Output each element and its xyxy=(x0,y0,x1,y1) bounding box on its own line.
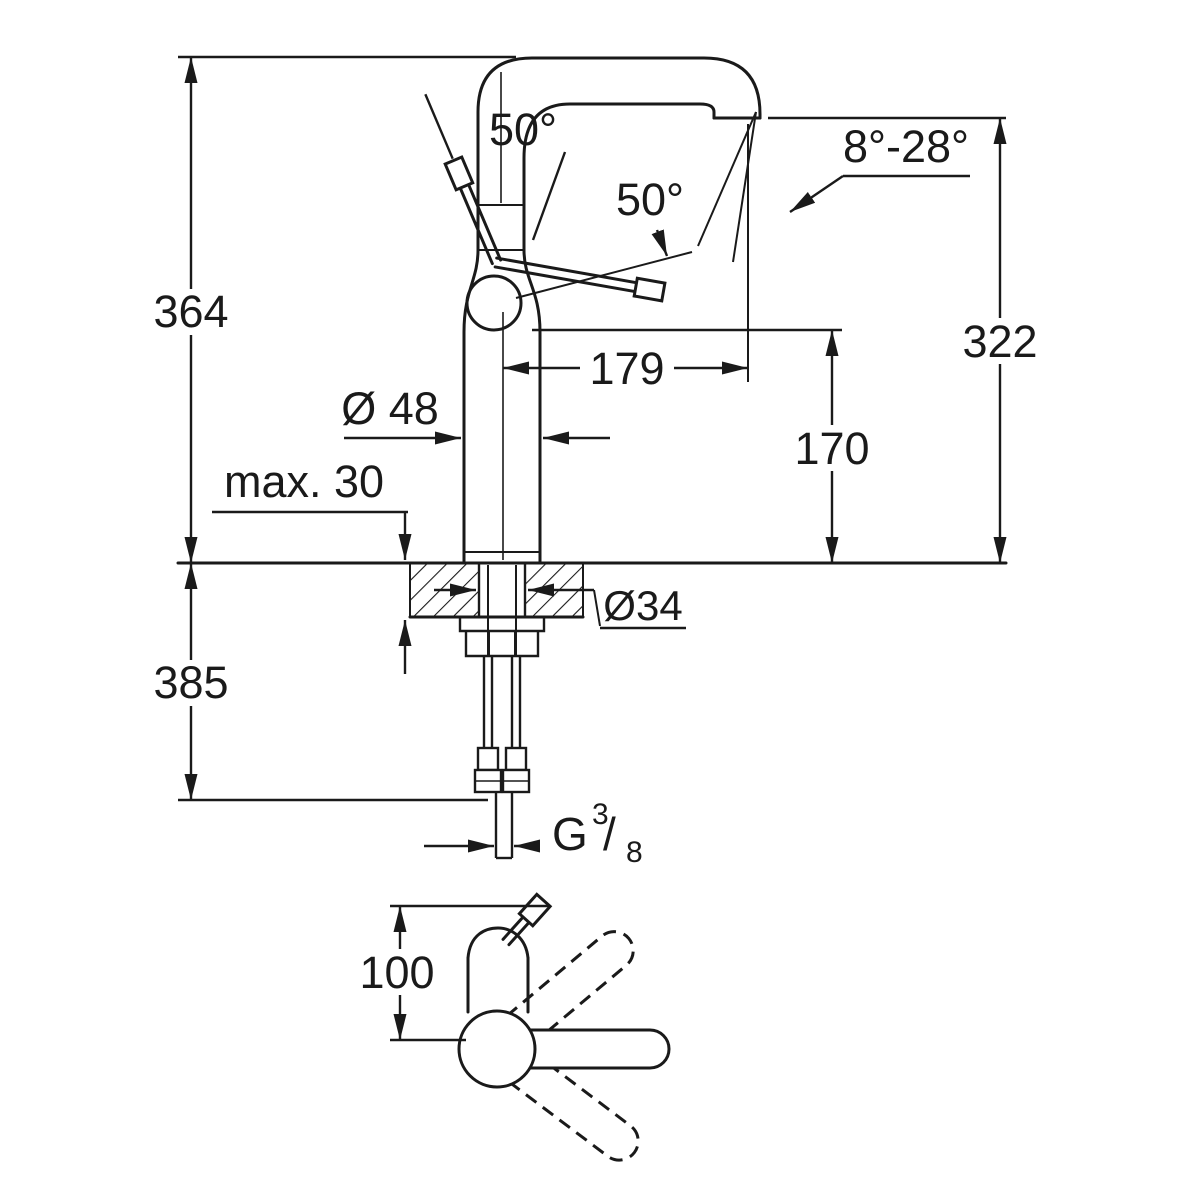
dim-below-counter-label: 385 xyxy=(153,657,228,708)
lever-axis-extension xyxy=(424,93,454,160)
label-mask xyxy=(953,318,1047,364)
lever-edge xyxy=(457,184,494,266)
mounting-washer xyxy=(458,617,546,633)
body-plan-circle xyxy=(457,1009,537,1089)
body-left-edge xyxy=(462,203,480,565)
spout-swivel-line xyxy=(697,111,757,247)
angle-spout-label: 8°-28° xyxy=(843,121,969,172)
plan-lever-edge xyxy=(501,915,525,941)
label-mask xyxy=(146,660,236,706)
leader-link xyxy=(593,589,601,627)
handle-angle-leader xyxy=(531,151,567,241)
spout-swivel-line xyxy=(732,111,757,263)
dim-total-height: 364 xyxy=(146,55,516,563)
thread-prefix-label: G xyxy=(552,808,588,860)
thread-denominator-label: 8 xyxy=(626,836,643,869)
dim-spout-height-label: 322 xyxy=(962,316,1037,367)
angle-handle-side: 50° xyxy=(616,174,684,257)
label-mask xyxy=(580,345,674,391)
faucet-side-view xyxy=(424,56,762,565)
plan-lever-edge xyxy=(507,920,531,947)
angle-handle-front: 50° xyxy=(489,104,557,155)
dim-body-diameter-label: Ø 48 xyxy=(341,383,439,434)
lever-edge xyxy=(493,265,637,294)
supply-hoses xyxy=(473,656,531,860)
label-mask xyxy=(351,949,443,995)
dim-hole-diameter: Ø34 xyxy=(434,582,686,630)
angle-handle-front-label: 50° xyxy=(489,104,557,155)
dim-plan-height-label: 100 xyxy=(359,947,434,998)
leader-arrow xyxy=(651,229,669,257)
dim-body-diameter: Ø 48 xyxy=(341,383,610,445)
hose-fitting xyxy=(476,746,500,772)
mounting-nut xyxy=(464,631,540,658)
hose-fitting xyxy=(504,746,528,772)
dim-spout-reach: 179 xyxy=(503,124,749,394)
body-right-edge xyxy=(522,203,542,565)
head-dome xyxy=(466,926,530,960)
label-mask xyxy=(786,425,878,471)
dim-max-counter-thickness: max. 30 xyxy=(212,456,412,674)
plan-lever-knob xyxy=(517,892,553,928)
dim-below-counter: 385 xyxy=(146,563,488,802)
angle-spout-range: 8°-28° xyxy=(789,121,970,213)
handle-swing-ray xyxy=(515,251,693,299)
thread-numerator-label: 3 xyxy=(592,798,609,831)
angle-handle-side-label: 50° xyxy=(616,174,684,225)
dim-plan-height: 100 xyxy=(351,904,548,1042)
spout-outer-edge xyxy=(476,56,762,207)
lever-edge xyxy=(466,181,503,262)
dim-spout-height: 322 xyxy=(768,116,1047,563)
plan-head-profile xyxy=(466,892,553,1014)
plan-lever xyxy=(501,892,553,947)
thread-divider-label: / xyxy=(603,808,616,860)
dim-total-height-label: 364 xyxy=(153,286,228,337)
handle-lever-closed xyxy=(424,93,503,266)
lever-knob xyxy=(443,155,475,192)
dim-outlet-height: 170 xyxy=(532,328,878,563)
spout xyxy=(476,56,762,207)
dim-hole-diameter-label: Ø34 xyxy=(603,582,682,629)
ball-joint xyxy=(465,274,523,332)
under-counter-assembly xyxy=(458,563,546,860)
dim-thread: G 3 / 8 xyxy=(424,798,643,869)
dim-max-counter-label: max. 30 xyxy=(224,456,384,507)
lever-edge xyxy=(495,256,639,285)
lever-knob xyxy=(632,276,667,303)
dim-spout-reach-label: 179 xyxy=(589,343,664,394)
dim-outlet-height-label: 170 xyxy=(794,423,869,474)
label-mask xyxy=(146,289,236,335)
leader-arrow xyxy=(789,175,844,213)
handle-lever-open xyxy=(493,256,667,303)
plan-view xyxy=(457,892,671,1170)
angle-guides xyxy=(515,111,757,299)
spout-inner-edge xyxy=(522,102,716,207)
